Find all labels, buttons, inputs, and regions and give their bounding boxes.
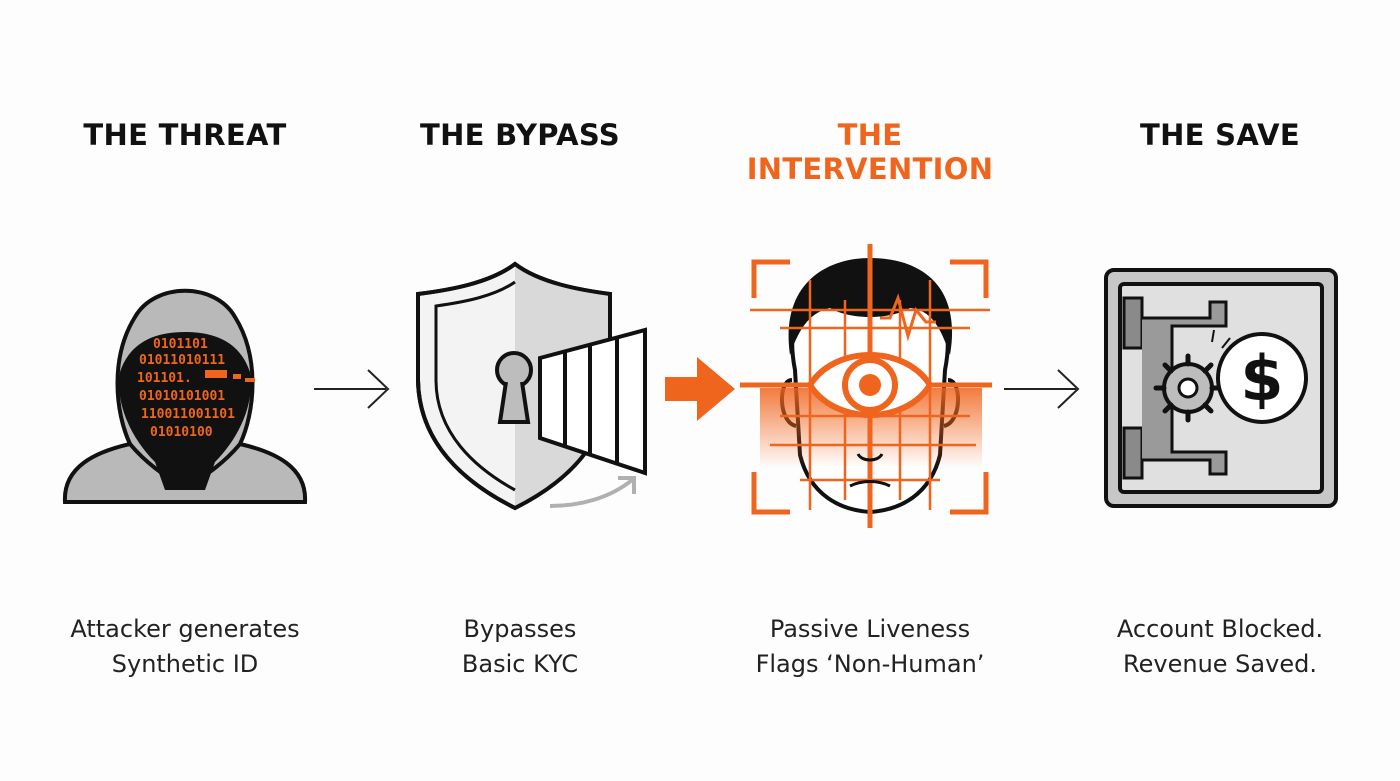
binary-line: 01010101001 xyxy=(139,389,225,404)
step-caption: Attacker generates Synthetic ID xyxy=(70,615,300,678)
step-caption: Passive Liveness Flags ‘Non-Human’ xyxy=(755,615,985,678)
hooded-hacker-icon: 0101101 01011010111 101101. 01010101001 … xyxy=(62,288,308,504)
step-save: THE SAVE $ Account Blocked xyxy=(1060,0,1380,781)
step-caption: Account Blocked. Revenue Saved. xyxy=(1116,615,1324,678)
shield-keyhole-icon xyxy=(416,261,647,511)
step-bypass: THE BYPASS Bypasses Basic KYC xyxy=(360,0,680,781)
step-title: THE INTERVENTION xyxy=(746,118,994,186)
dollar-symbol: $ xyxy=(1240,342,1283,415)
arrow-right-bold-icon xyxy=(665,357,735,421)
step-title: THE THREAT xyxy=(83,118,287,152)
step-threat: THE THREAT 0101101 01011010111 101101. 0… xyxy=(25,0,345,781)
binary-line: 0101101 xyxy=(153,337,208,352)
step-title: THE BYPASS xyxy=(420,118,620,152)
step-intervention: THE INTERVENTION xyxy=(710,0,1030,781)
binary-line: 110011001101 xyxy=(141,407,235,422)
arrow-right-icon xyxy=(314,369,390,409)
face-scan-icon xyxy=(740,244,992,528)
vault-icon: $ xyxy=(1104,268,1338,508)
binary-line: 01010100 xyxy=(150,425,213,440)
step-title: THE SAVE xyxy=(1140,118,1300,152)
arrow-right-icon xyxy=(1004,369,1080,409)
binary-line: 101101. xyxy=(137,371,192,386)
step-caption: Bypasses Basic KYC xyxy=(461,615,579,678)
binary-line: 01011010111 xyxy=(139,353,225,368)
